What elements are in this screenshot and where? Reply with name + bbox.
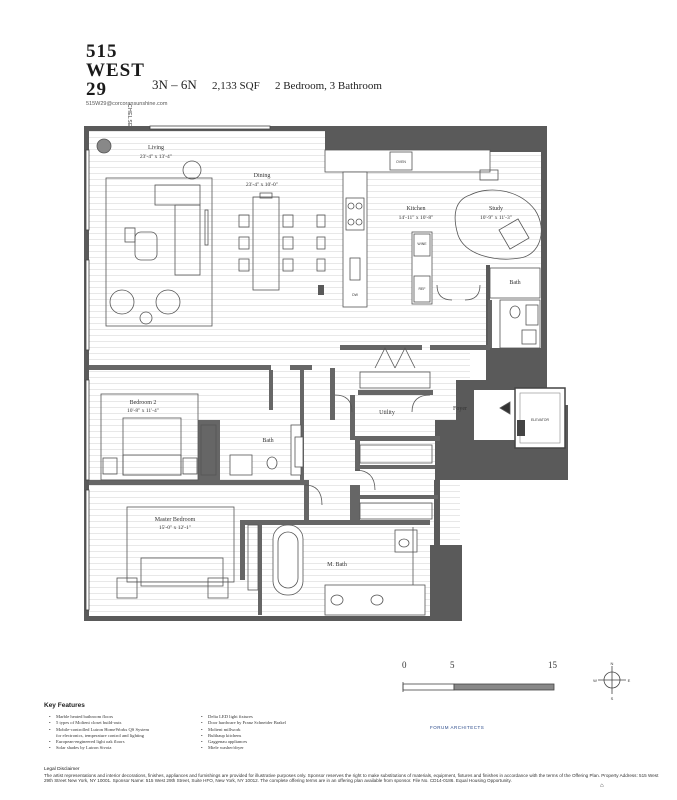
kitchen-appliance-labels: OVEN WINE REF DW	[352, 160, 427, 297]
dw-label: DW	[352, 293, 359, 297]
wine-label: WINE	[417, 242, 427, 246]
key-features-col1: Marble heated bathroom floors 5 types of…	[44, 714, 196, 752]
feature-item: Molteni millwork	[208, 727, 368, 733]
logo-neighborhood: CHELSEA	[126, 104, 132, 131]
equal-housing-icon: ⌂	[600, 783, 604, 789]
feature-item: Mobile-controlled Lutron HomeWorks QS Sy…	[56, 727, 196, 733]
floor-plan: OVEN WINE REF DW	[84, 125, 568, 621]
ref-label: REF	[419, 287, 426, 291]
compass-e: E	[628, 678, 631, 683]
oven-label: OVEN	[396, 160, 406, 164]
scale-graphic	[402, 682, 555, 692]
elevator	[514, 387, 566, 449]
utility-closets	[304, 347, 511, 520]
compass-icon: N S E W	[593, 661, 631, 700]
feature-item: Marble heated bathroom floors	[56, 714, 196, 720]
brand-logo: 515 WEST 29 CHELSEA	[86, 41, 145, 131]
living-furniture	[96, 138, 213, 327]
bath-study-label: Bath	[509, 280, 520, 286]
scale-bar: 0 5 15	[400, 660, 560, 700]
kitchen-casework	[324, 149, 491, 308]
feature-item: Miele washer/dryer	[208, 745, 368, 751]
bath2-label: Bath	[262, 438, 273, 444]
unit-title: 3N – 6N 2,133 SQF 2 Bedroom, 3 Bathroom	[152, 77, 394, 93]
dining-furniture	[238, 192, 326, 291]
architect-logo: FORUM ARCHITECTS	[430, 725, 485, 730]
utility-label: Utility	[379, 410, 395, 416]
key-features-col2: Delta LED light fixtures Door hardware b…	[196, 714, 368, 752]
study-furniture	[436, 169, 542, 301]
logo-line-west: WEST	[86, 60, 145, 81]
compass-w: W	[593, 678, 597, 683]
study-dims: 10'-9" x 11'-3"	[480, 215, 512, 221]
scale-zero: 0	[402, 660, 407, 670]
unit-area: 2,133 SQF	[212, 80, 260, 92]
study-bath-fixtures	[489, 267, 541, 349]
unit-layout: 2 Bedroom, 3 Bathroom	[274, 80, 382, 92]
feature-item: Bulthaup kitchens	[208, 733, 368, 739]
elevator-label: ELEVATOR	[531, 418, 550, 422]
feature-item: Solar shades by Lutron Sivoia	[56, 745, 196, 751]
interior-walls	[89, 300, 492, 615]
living-dims: 23'-4" x 13'-4"	[140, 154, 172, 160]
feature-item-cont: for electronics, temperature control and…	[56, 732, 145, 738]
website-link[interactable]: 515W29@corcoransunshine.com	[86, 101, 168, 107]
mbath-label: M. Bath	[327, 562, 347, 568]
scale-five: 5	[450, 660, 455, 670]
unit-name: 3N – 6N	[152, 77, 197, 92]
master-bath-fixtures	[272, 524, 426, 616]
bath2-fixtures	[229, 424, 304, 476]
bedroom2-dims: 10'-8" x 11'-4"	[127, 408, 159, 414]
master-furniture	[116, 506, 259, 599]
foyer-label: Foyer	[453, 406, 467, 412]
windows	[85, 125, 271, 611]
compass-s: S	[611, 696, 614, 700]
scale-fifteen: 15	[548, 660, 557, 670]
feature-item: Delta LED light fixtures	[208, 714, 368, 720]
legal-disclaimer: Legal Disclaimer The artist representati…	[44, 767, 666, 784]
kitchen-label: Kitchen	[407, 206, 426, 212]
feature-item: Gaggenau appliances	[208, 739, 368, 745]
study-label: Study	[489, 206, 503, 212]
feature-item: 5 types of Molteni closet build-outs	[56, 720, 196, 726]
feature-item: European-engineered light oak floors	[56, 739, 196, 745]
key-features: Key Features Marble heated bathroom floo…	[44, 702, 564, 752]
legal-text: The artist representations and interior …	[44, 772, 659, 784]
compass-n: N	[611, 661, 614, 666]
room-labels: Living 23'-4" x 13'-4" Dining 23'-4" x 1…	[127, 145, 549, 568]
living-label: Living	[148, 145, 164, 151]
bedroom2-label: Bedroom 2	[130, 400, 157, 406]
feature-item: Door hardware by Franz Schneider Brakel	[208, 720, 368, 726]
logo-line-29: 29	[86, 79, 107, 100]
master-label: Master Bedroom	[155, 517, 196, 523]
master-dims: 15'-0" x 12'-1"	[159, 525, 191, 531]
dining-label: Dining	[254, 173, 271, 179]
key-features-title: Key Features	[44, 702, 85, 709]
legal-title: Legal Disclaimer	[44, 767, 80, 772]
kitchen-dims: 14'-11" x 10'-8"	[399, 215, 434, 221]
bedroom2-furniture	[100, 393, 217, 481]
dining-dims: 23'-4" x 10'-0"	[246, 182, 278, 188]
logo-line-515: 515	[86, 41, 118, 62]
